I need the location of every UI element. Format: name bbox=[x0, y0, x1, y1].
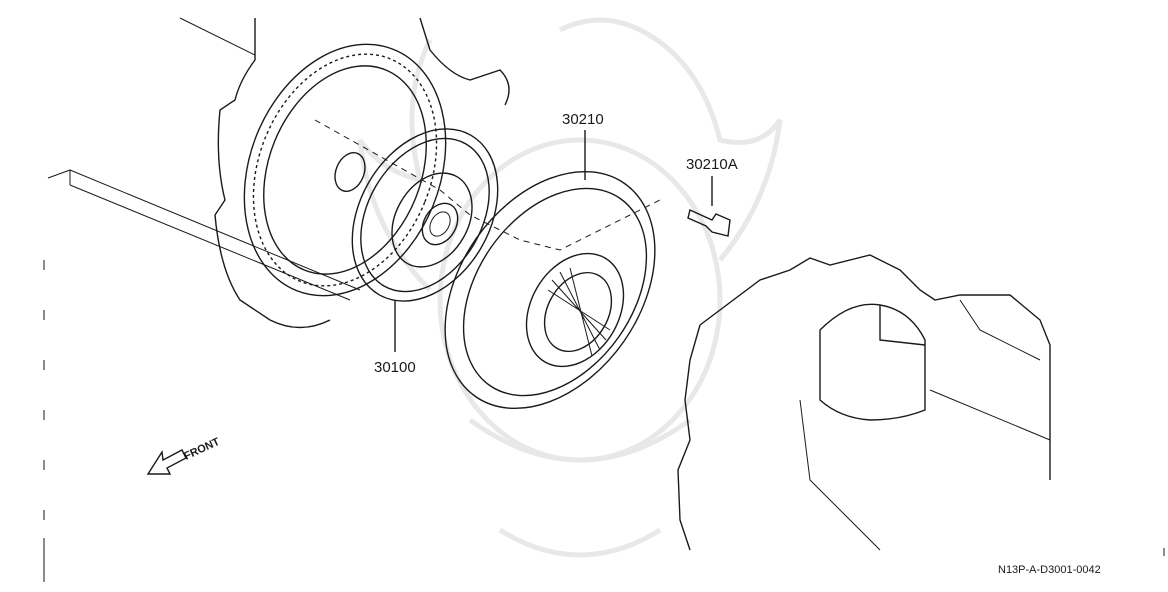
cover-bolt bbox=[687, 176, 731, 237]
flywheel bbox=[243, 43, 447, 297]
diagram-code: N13P-A-D3001-0042 bbox=[998, 564, 1101, 576]
engine-housing bbox=[47, 17, 510, 329]
transmission-housing bbox=[677, 254, 1051, 551]
front-direction-arrow: FRONT bbox=[146, 436, 222, 475]
callout-clutch-cover[interactable]: 30210 bbox=[562, 111, 604, 128]
alignment-line bbox=[314, 119, 661, 251]
edge-ticks bbox=[43, 260, 1165, 582]
callout-cover-bolt[interactable]: 30210A bbox=[686, 156, 738, 173]
callout-clutch-disc[interactable]: 30100 bbox=[374, 359, 416, 376]
front-label: FRONT bbox=[182, 436, 222, 463]
watermark-emblem bbox=[357, 17, 783, 558]
clutch-cover bbox=[444, 130, 656, 410]
clutch-disc bbox=[351, 128, 499, 352]
